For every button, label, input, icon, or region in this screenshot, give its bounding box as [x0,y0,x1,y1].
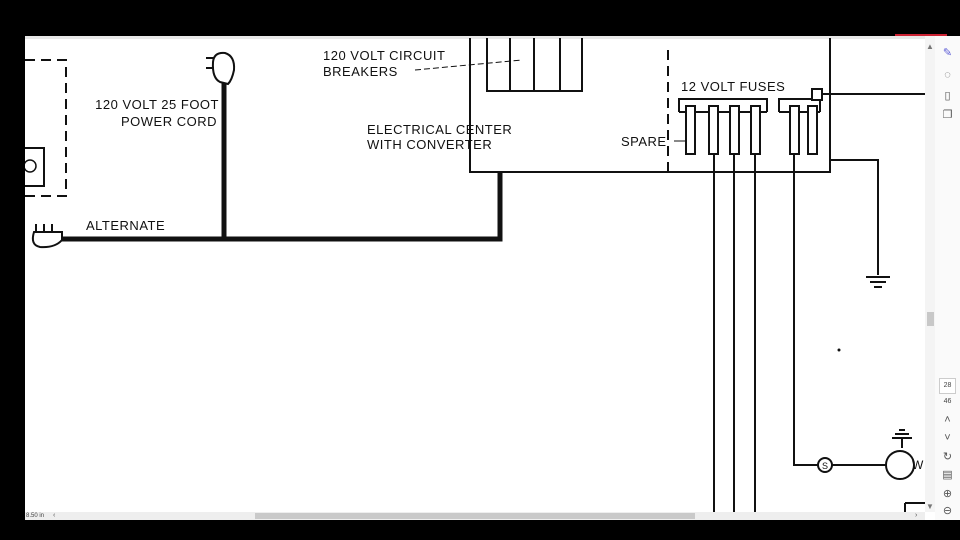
pdf-viewer: S 120 VOLT 25 FOOT POWER CORD ALTERNATE … [25,36,960,520]
rotate-icon[interactable]: ↻ [942,451,953,463]
outlet-box [25,59,67,197]
page-total: 46 [943,398,952,405]
partial-label: W [912,458,924,472]
electrical-center-label: ELECTRICAL CENTER [367,122,513,137]
fuses-label: 12 VOLT FUSES [681,79,786,94]
outlet-icon [25,147,45,187]
horizontal-scroll-thumb[interactable] [255,513,695,519]
page-view-icon[interactable]: ▤ [942,469,953,481]
horizontal-scrollbar[interactable]: 8.50 in ‹ › [25,512,925,520]
power-plug-icon [211,51,236,86]
vertical-scrollbar[interactable]: ▲ ▼ [925,36,935,512]
motor-icon [885,450,915,480]
breakers-label: 120 VOLT CIRCUIT [323,48,446,63]
circuit-breakers [486,38,583,92]
zoom-out-icon[interactable]: ⊖ [942,505,953,517]
edit-icon[interactable]: ✎ [942,47,953,59]
page-edge [25,36,935,39]
wiring-diagram: S [25,38,930,512]
switch-icon [817,457,833,473]
page-down-icon[interactable]: ˅ [944,432,951,444]
electrical-center-label-2: WITH CONVERTER [367,137,493,152]
page-size-label: 8.50 in [26,513,45,519]
zoom-in-icon[interactable]: ⊕ [942,488,953,500]
breakers-label-2: BREAKERS [323,64,398,79]
fuse-block [674,88,930,155]
vertical-scroll-thumb[interactable] [927,312,934,326]
alternate-label: ALTERNATE [86,218,166,233]
scroll-left-icon[interactable]: ‹ [53,512,56,519]
page-number-input[interactable]: 28 [939,378,956,394]
scroll-right-icon[interactable]: › [915,512,918,519]
window-accent [895,34,947,37]
right-toolbar: ✎ ◌ ▯ ❐ 28 46 ˄ ˅ ↻ ▤ ⊕ ⊖ [935,36,960,520]
bookmark-icon[interactable]: ▯ [944,90,951,102]
power-cord-label: 120 VOLT 25 FOOT [95,97,219,112]
alternate-plug-icon [31,231,63,249]
power-cord [62,172,503,242]
fuse-wires [713,154,886,512]
scroll-down-icon[interactable]: ▼ [926,502,934,511]
spare-label: SPARE [621,134,667,149]
ground-icon [866,276,912,448]
scroll-up-icon[interactable]: ▲ [926,42,934,51]
comment-icon[interactable]: ◌ [944,69,951,81]
electrical-center-box [469,38,831,173]
switch-symbol: S [822,461,828,471]
copy-icon[interactable]: ❐ [942,109,953,121]
power-cord-label-2: POWER CORD [121,114,217,129]
page-up-icon[interactable]: ˄ [944,414,951,426]
